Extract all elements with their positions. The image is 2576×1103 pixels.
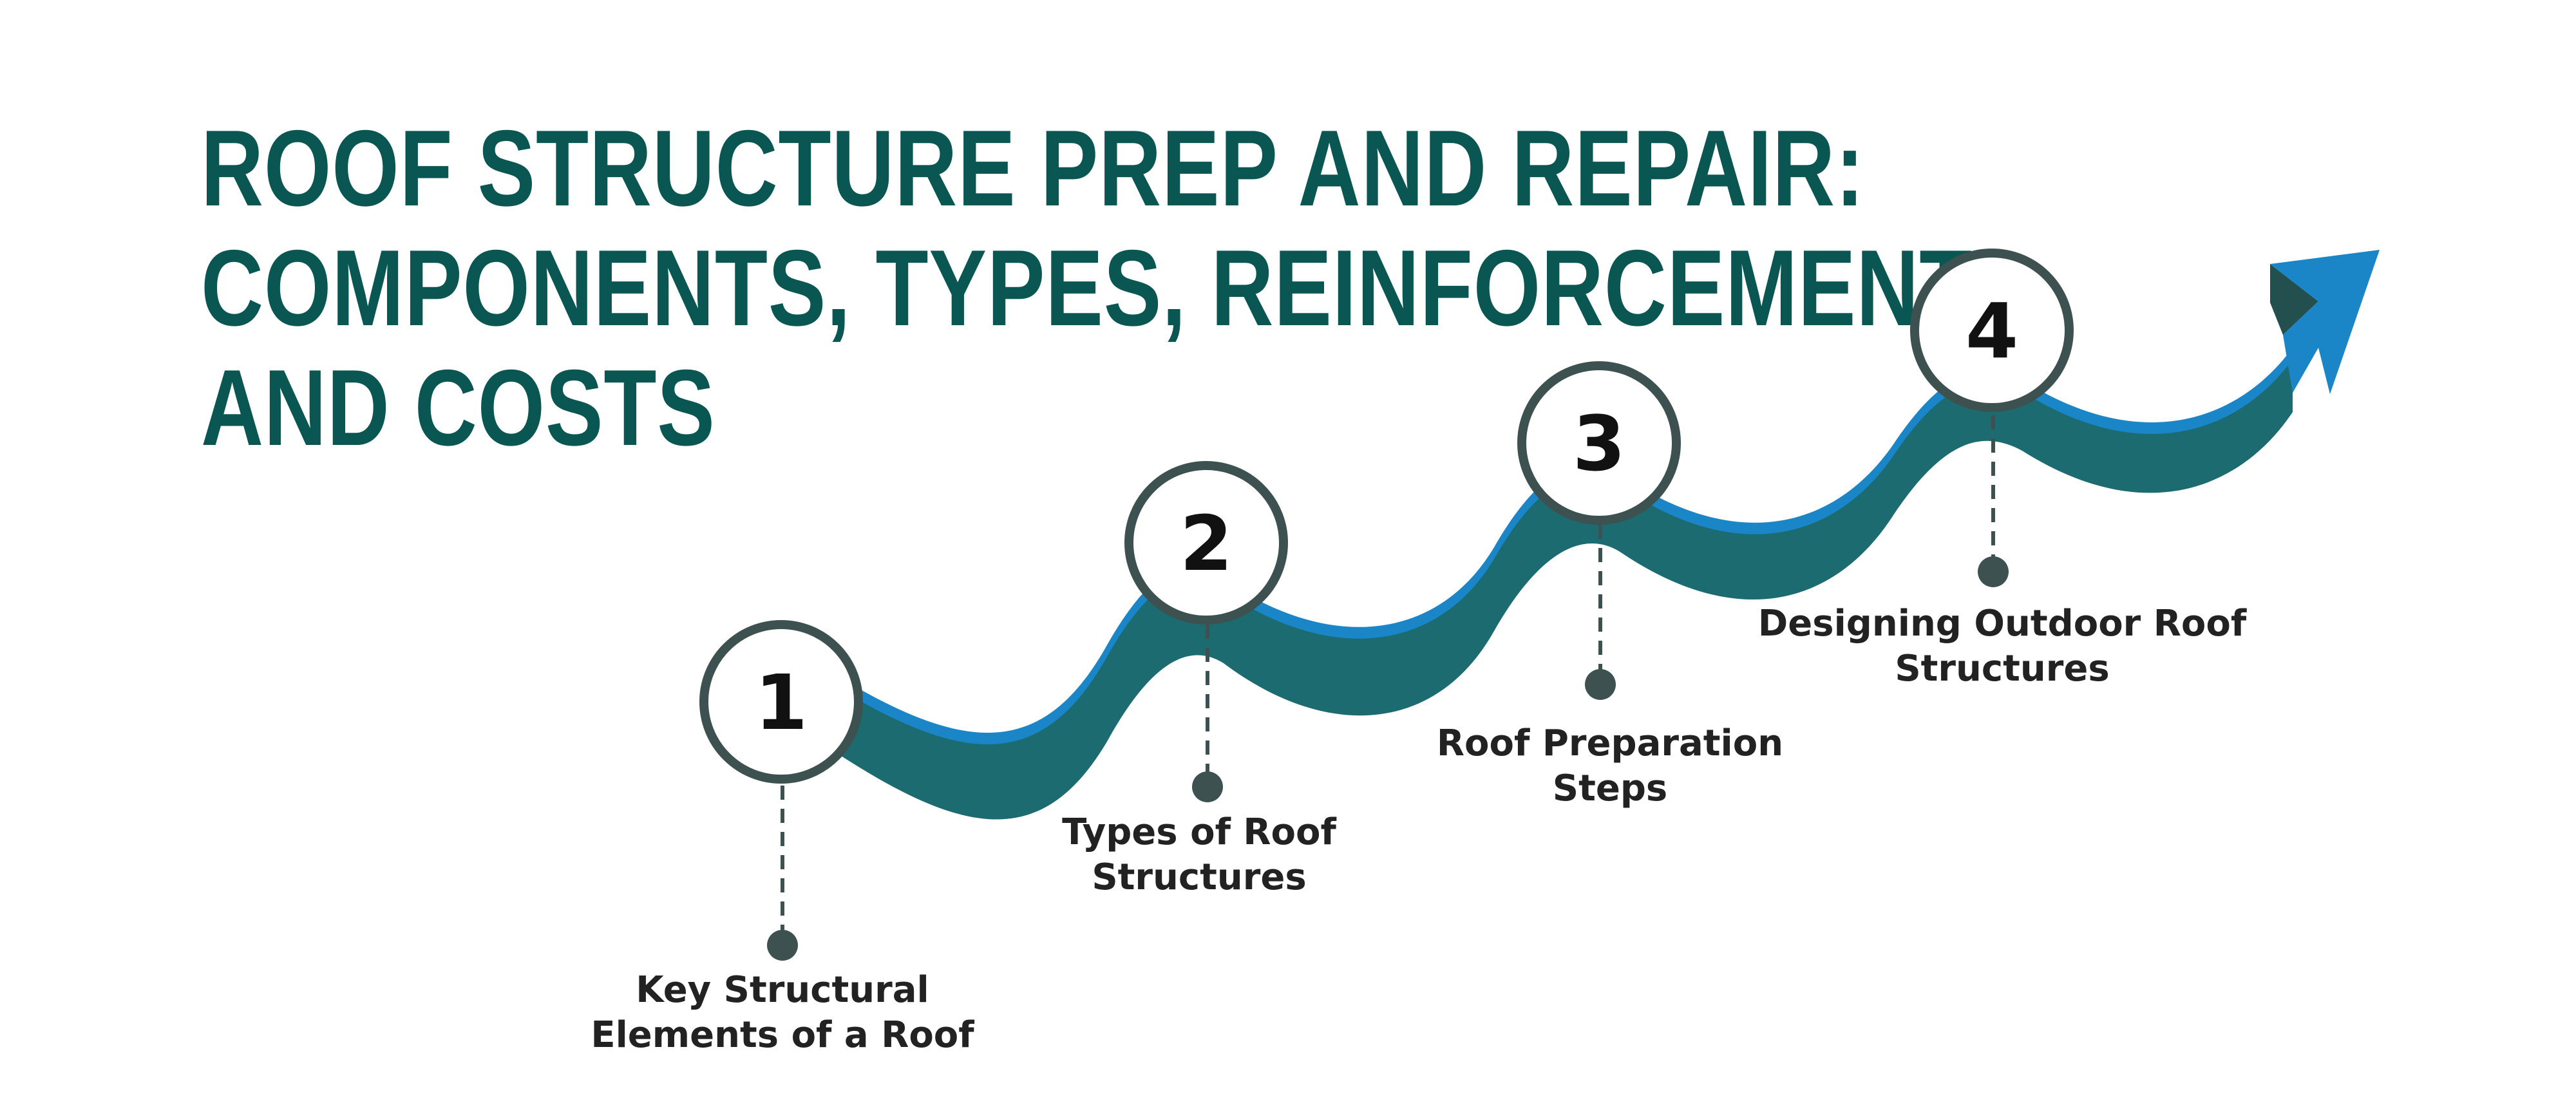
step-label-1-line-1: Key Structural xyxy=(636,969,929,1011)
page-title: ROOF STRUCTURE PREP AND REPAIR: COMPONEN… xyxy=(201,108,1987,467)
connector-dot-4 xyxy=(1978,556,2009,587)
step-marker-2: 2 xyxy=(1124,461,1288,625)
step-label-2-line-2: Structures xyxy=(1092,856,1307,898)
step-marker-3: 3 xyxy=(1517,361,1681,525)
wave-ribbon xyxy=(837,348,2293,820)
arrow-head xyxy=(2270,250,2380,394)
title-line-3: AND COSTS xyxy=(201,347,715,468)
connector-dot-3 xyxy=(1585,669,1616,700)
step-label-3-line-2: Steps xyxy=(1552,768,1668,809)
step-number-4: 4 xyxy=(1965,287,2018,375)
connector-dot-1 xyxy=(767,930,798,961)
wave-ribbon-body xyxy=(837,359,2293,820)
step-label-3-line-1: Roof Preparation xyxy=(1436,722,1784,764)
step-label-4-line-1: Designing Outdoor Roof xyxy=(1757,603,2247,645)
step-label-2: Types of Roof Structures xyxy=(942,810,1457,900)
connector-dots xyxy=(767,556,2009,961)
connector-dot-2 xyxy=(1192,771,1223,802)
step-marker-1: 1 xyxy=(699,620,863,784)
title-line-1: ROOF STRUCTURE PREP AND REPAIR: xyxy=(201,108,1865,229)
step-marker-4: 4 xyxy=(1910,249,2074,412)
step-number-2: 2 xyxy=(1180,499,1233,588)
step-label-2-line-1: Types of Roof xyxy=(1062,811,1336,853)
step-label-1: Key Structural Elements of a Roof xyxy=(525,968,1040,1058)
step-circle-4 xyxy=(1910,249,2074,412)
wave-ribbon-highlight xyxy=(837,348,2293,785)
step-circle-3 xyxy=(1517,361,1681,525)
arrow-head-shadow xyxy=(2270,264,2318,335)
connectors xyxy=(781,415,1995,937)
step-circle-1 xyxy=(699,620,863,784)
step-label-4: Designing Outdoor Roof Structures xyxy=(1745,601,2260,692)
title-line-2: COMPONENTS, TYPES, REINFORCEMENT, xyxy=(201,227,1988,348)
arrow-up-right-icon xyxy=(2270,250,2380,394)
step-number-1: 1 xyxy=(755,658,808,747)
step-circle-2 xyxy=(1124,461,1288,625)
step-number-3: 3 xyxy=(1573,399,1625,488)
step-label-3: Roof Preparation Steps xyxy=(1352,721,1868,811)
step-label-4-line-2: Structures xyxy=(1895,648,2110,690)
step-label-1-line-2: Elements of a Roof xyxy=(591,1014,974,1056)
